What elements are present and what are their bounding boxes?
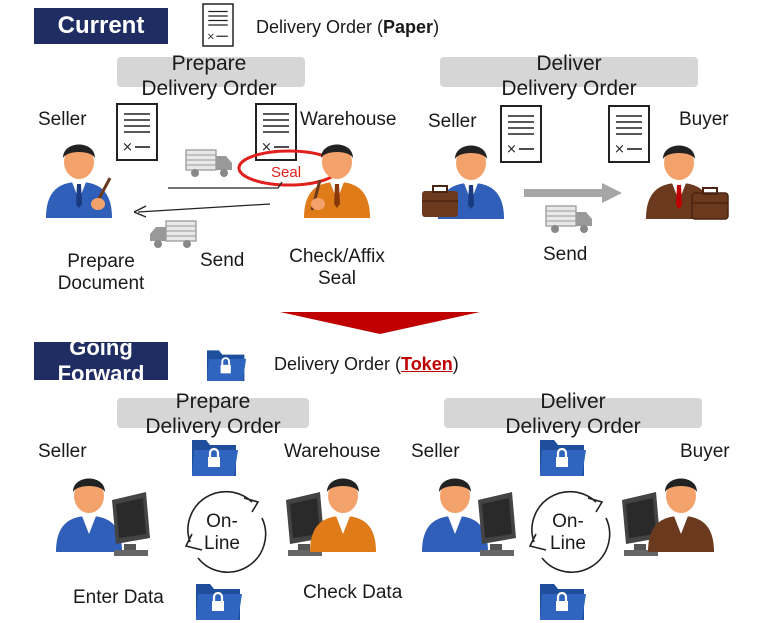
truck-icon [149,220,197,249]
buyer-label: Buyer [680,441,730,462]
seller-label: Seller [411,441,460,462]
deliver-arrow [524,183,622,203]
online-label: On-Line [204,511,240,554]
deliver-title-box [440,57,698,87]
online-cycle [184,490,267,573]
warehouse-label: Warehouse [284,441,381,462]
check-data-label: Check Data [303,582,403,603]
folder-lock-icon [538,438,588,478]
send-arrow [168,181,283,189]
current-header: Current [34,8,168,44]
folder-lock-icon [190,438,240,478]
token-legend: Delivery Order (Token) [274,354,459,374]
warehouse-label: Warehouse [300,109,397,130]
seller-person-icon [46,144,112,218]
paper-legend: Delivery Order (Paper) [256,17,440,37]
truck-icon [185,149,233,178]
folder-lock-icon [194,582,244,622]
send-label: Send [200,250,245,271]
send-label: Send [543,244,588,265]
return-arrow [133,203,271,218]
enter-data-label: Enter Data [73,587,164,608]
folder-lock-icon [206,349,248,382]
prepare-title-box [117,398,309,428]
buyer-person-icon [646,145,729,220]
online-cycle [528,490,611,573]
document-icon [202,3,234,47]
online-label: On-Line [550,511,586,554]
seller-person-icon [422,145,504,219]
seal-label: Seal [271,164,302,181]
warehouse-computer-icon [286,478,376,556]
seller-computer-icon [56,478,150,556]
transition-arrow [280,312,480,334]
truck-icon [545,205,593,234]
buyer-label: Buyer [679,109,729,130]
document-icon [116,103,158,161]
deliver-title-box [444,398,702,428]
seller-label: Seller [38,109,87,130]
folder-lock-icon [538,582,588,622]
prepare-title-box [117,57,305,87]
warehouse-person-icon [304,144,370,218]
seller-label: Seller [428,111,477,132]
buyer-computer-icon [622,478,714,556]
seller-computer-icon [422,478,516,556]
seller-label: Seller [38,441,87,462]
